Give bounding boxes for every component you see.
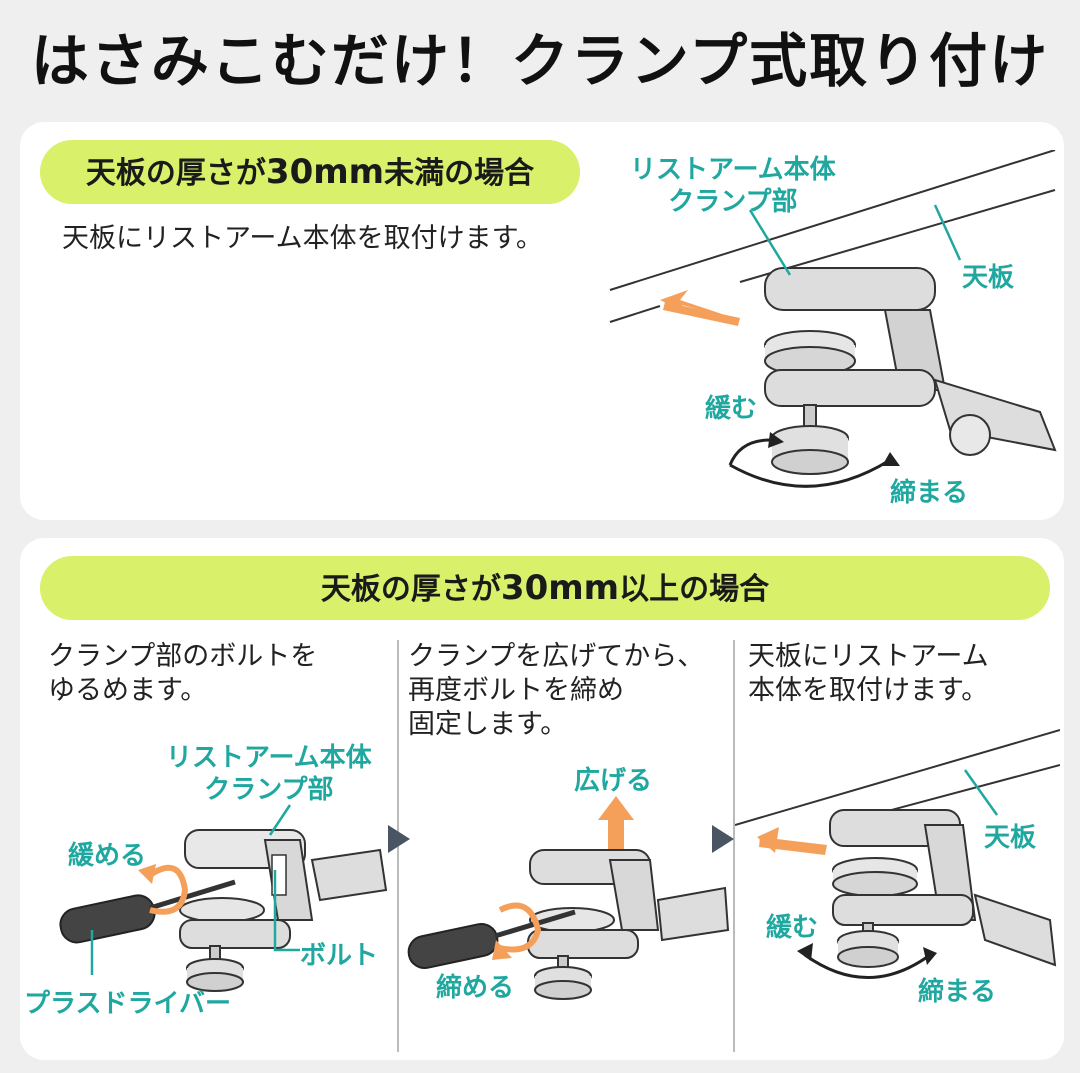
clamp-illustration-1 — [609, 150, 1057, 488]
section1-heading-pre: 天板の厚さが — [85, 156, 266, 191]
step2-widen-label: 広げる — [574, 766, 653, 796]
step-arrow-1 — [388, 825, 410, 853]
step1-clamp-label-line1: リストアーム本体 — [166, 743, 372, 773]
step2-text-line2: 再度ボルトを締め — [408, 675, 624, 706]
step1-clamp-label-line2: クランプ部 — [204, 775, 334, 805]
step2-text-line3: 固定します。 — [408, 709, 568, 740]
clamp-illustration-step2 — [407, 796, 730, 1000]
section2-heading-num: 30mm — [500, 568, 620, 608]
step1-text-line2: ゆるめます。 — [48, 675, 208, 706]
step3-text-line2: 本体を取付けます。 — [748, 675, 989, 706]
step-arrow-2 — [712, 825, 734, 853]
step2-tighten-label: 締める — [436, 973, 515, 1003]
section2-heading-pre: 天板の厚さが — [320, 572, 501, 607]
clamp-illustration-step3 — [735, 729, 1060, 979]
step1-screwdriver-label: プラスドライバー — [24, 989, 231, 1019]
step3-tabletop-label: 天板 — [984, 823, 1037, 853]
section1-clamp-label: リストアーム本体 クランプ部 — [630, 154, 836, 218]
section1-heading-num: 30mm — [265, 152, 385, 192]
section2-heading-post: 以上の場合 — [619, 572, 770, 607]
section1-heading: 天板の厚さが30mm未満の場合 — [40, 140, 580, 204]
step1-loosen-label: 緩める — [68, 841, 147, 871]
clamp-illustration-step1 — [59, 804, 388, 992]
section1-tighten-label: 締まる — [890, 478, 969, 508]
step2-description: クランプを広げてから、 再度ボルトを締め 固定します。 — [408, 640, 704, 742]
page-title: はさみこむだけ！クランプ式取り付け — [30, 27, 1050, 95]
step2-text-line1: クランプを広げてから、 — [408, 641, 705, 672]
section1-tabletop-label: 天板 — [962, 263, 1015, 293]
section1-description: 天板にリストアーム本体を取付けます。 — [62, 223, 543, 254]
step3-loosen-label: 緩む — [766, 913, 819, 943]
step3-tighten-label: 締まる — [918, 977, 997, 1007]
section1-clamp-label-line1: リストアーム本体 — [630, 155, 836, 185]
section1-loosen-label: 緩む — [705, 394, 758, 424]
section1-heading-post: 未満の場合 — [384, 156, 535, 191]
step3-text-line1: 天板にリストアーム — [748, 641, 989, 672]
step1-bolt-label: ボルト — [300, 941, 379, 971]
step1-text-line1: クランプ部のボルトを — [48, 641, 318, 672]
step3-description: 天板にリストアーム 本体を取付けます。 — [748, 640, 989, 708]
section2-heading: 天板の厚さが30mm以上の場合 — [40, 556, 1050, 620]
step1-clamp-label: リストアーム本体 クランプ部 — [166, 742, 372, 806]
step-divider-2 — [733, 640, 735, 1052]
step1-description: クランプ部のボルトを ゆるめます。 — [48, 640, 317, 708]
section1-clamp-label-line2: クランプ部 — [668, 187, 798, 217]
